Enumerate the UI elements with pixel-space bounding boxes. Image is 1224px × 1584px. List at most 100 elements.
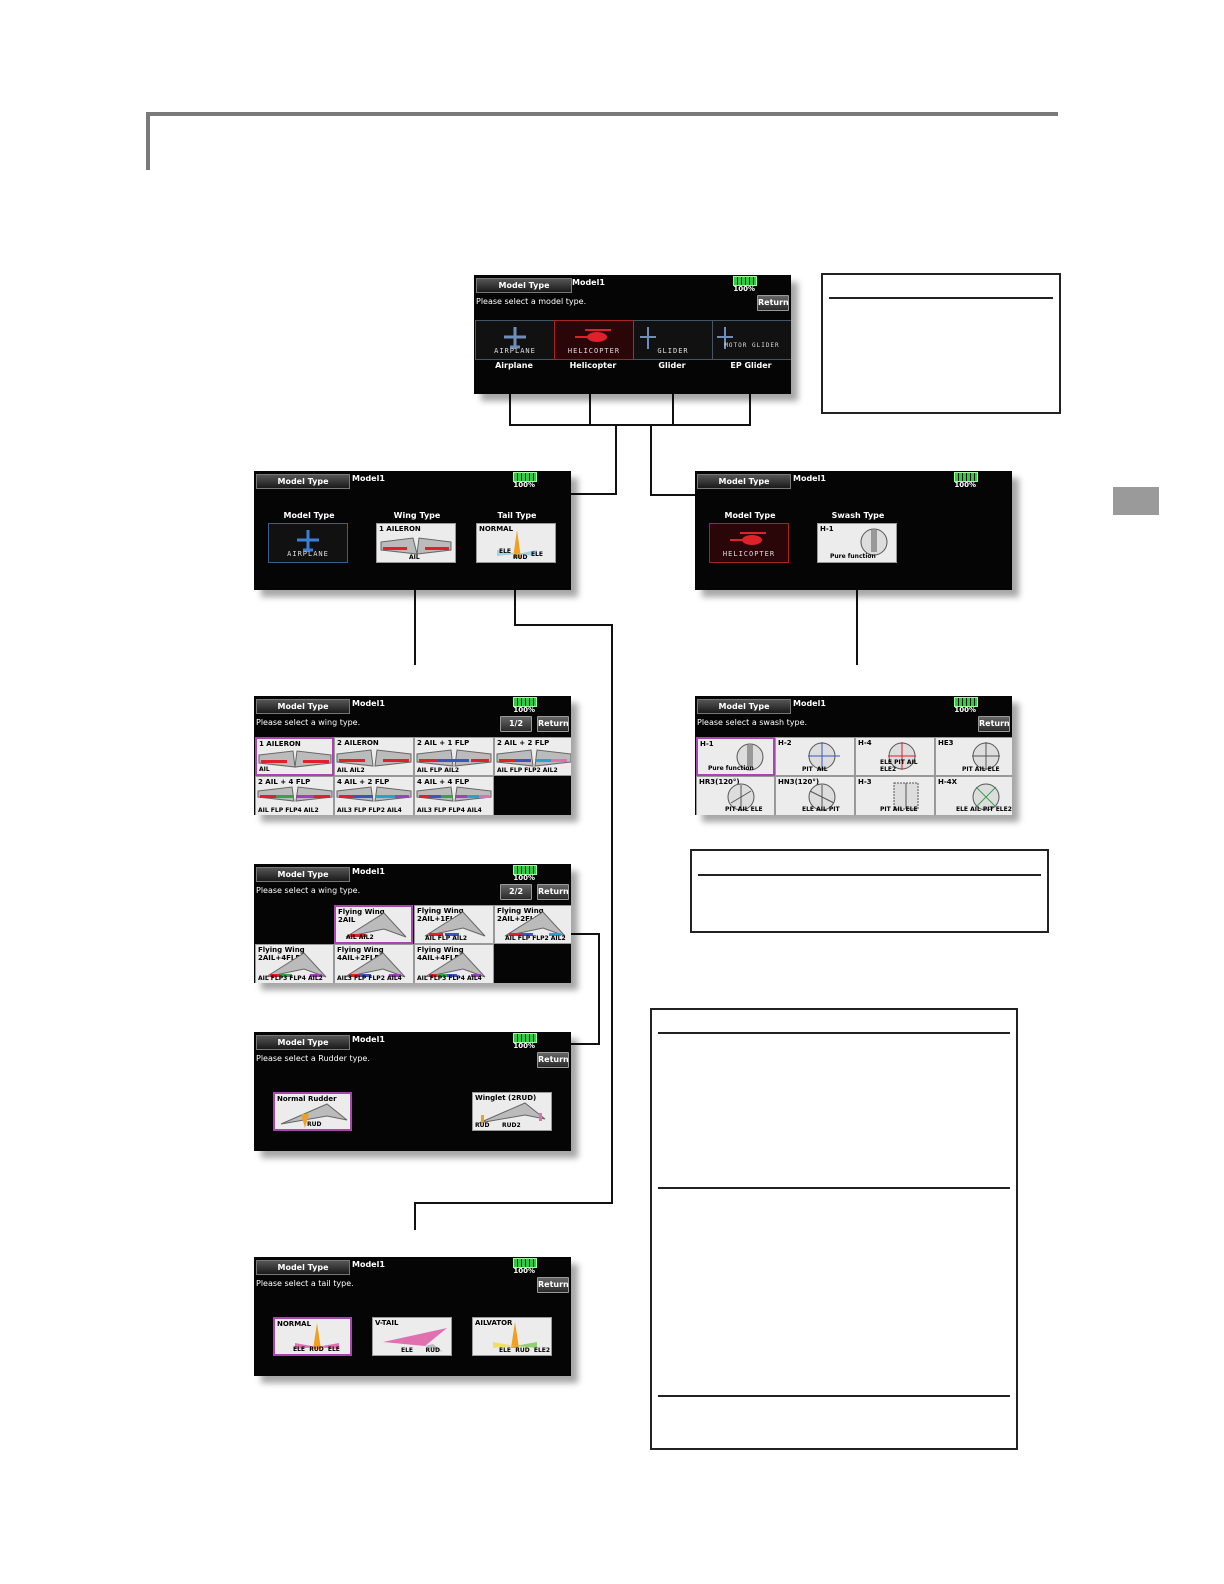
title-frame-top [146,112,1058,116]
swash-type-button[interactable]: H-1 Pure function [817,523,897,563]
return-button[interactable]: Return [537,716,569,732]
flying-wing-icon [344,952,406,978]
return-button[interactable]: Return [757,295,789,311]
tile-label: Flying Wing 2AIL [338,908,385,924]
connector [611,624,613,1204]
connector [509,380,511,426]
tile-sub: AIL3 FLP FLP2 AIL4 [337,975,402,982]
chapter-tab [1113,487,1159,515]
tile-label: 2 AILERON [337,739,379,747]
tile-sub: ELE RUD [401,1347,441,1354]
tile-label: 2 AIL + 4 FLP [258,778,311,786]
tile-sub: AIL AIL2 [346,934,374,941]
screen-helicopter-settings: Model Type Model1 100% Model Type Swash … [695,471,1012,590]
glider-icon [640,327,656,349]
connector [414,590,416,665]
swash-option-tile[interactable]: HR3(120°)PIT AIL ELE [696,776,775,815]
tile-label: H-4X [938,778,958,786]
rudder-icon [280,1103,348,1128]
tile-sub: AIL FLP3 FLP4 AIL4 [417,975,482,982]
prompt-text: Please select a model type. [476,297,587,306]
prompt-text: Please select a tail type. [256,1279,354,1288]
swash-icon [808,742,840,770]
model-tile-glider[interactable]: GLIDER [633,320,713,360]
return-button[interactable]: Return [978,716,1010,732]
tile-label: Flying Wing 2AIL+4FLP [258,946,305,962]
screen-tab: Model Type [256,867,350,882]
tile-caption: AIRPLANE [287,550,329,558]
model-type-helicopter-button[interactable]: HELICOPTER [709,523,789,563]
tile-sub: AIL [409,554,420,561]
swash-icon [808,783,836,811]
rudder-option-winglet[interactable]: Winglet (2RUD)RUD RUD2 [472,1092,552,1131]
screen-tab: Model Type [697,474,791,489]
swash-option-tile[interactable]: HN3(120°)ELE AIL PIT [775,776,855,815]
battery-icon [513,472,537,482]
model-name: Model1 [793,699,826,708]
connector [615,424,617,494]
return-button[interactable]: Return [537,884,569,900]
tile-label: H-1 [820,525,834,533]
wing-type-button[interactable]: 1 AILERON AIL [376,523,456,563]
return-button[interactable]: Return [537,1277,569,1293]
motor-glider-icon [717,327,733,349]
page-button[interactable]: 2/2 [500,884,532,900]
wing-icon [380,537,452,555]
flying-wing-option-tile[interactable]: Flying Wing 2AIL AIL AIL2 [334,905,413,944]
tail-type-button[interactable]: NORMAL ELE RUD ELE [476,523,556,563]
model-tile-airplane[interactable]: AIRPLANE [475,320,555,360]
connector [650,424,652,496]
model-label-ep-glider: EP Glider [730,361,772,370]
model-tile-helicopter[interactable]: HELICOPTER [554,320,634,360]
connector [514,590,516,625]
tile-label: H-3 [858,778,872,786]
tile-sub: PIT AIL ELE [962,766,1000,773]
tile-sub: ELE [499,548,512,555]
model-tile-motor-glider[interactable]: MOTOR GLIDER [712,320,791,360]
model-label-airplane: Airplane [495,361,533,370]
tile-label: H-4 [858,739,872,747]
wing-icon [496,749,571,767]
return-button[interactable]: Return [537,1052,569,1068]
prompt-text: Please select a wing type. [256,718,361,727]
battery-icon [954,472,978,482]
section-tail-type: Tail Type [497,511,537,520]
battery-percent: 100% [954,481,976,489]
flying-wing-icon [424,952,486,978]
connector [514,624,613,626]
screen-tail-type: Model Type Model1 100% Please select a t… [254,1257,571,1376]
screen-airplane-settings: Model Type Model1 100% Model Type Wing T… [254,471,571,590]
model-name: Model1 [352,867,385,876]
connector [856,590,858,665]
section-model-type: Model Type [724,511,776,520]
tile-caption: MOTOR GLIDER [724,342,780,349]
page-button[interactable]: 1/2 [500,716,532,732]
v-tail-icon [383,1328,447,1352]
model-type-airplane-button[interactable]: AIRPLANE [268,523,348,563]
note-rule [658,1395,1010,1397]
screen-rudder-type: Model Type Model1 100% Please select a R… [254,1032,571,1151]
model-name: Model1 [352,1035,385,1044]
